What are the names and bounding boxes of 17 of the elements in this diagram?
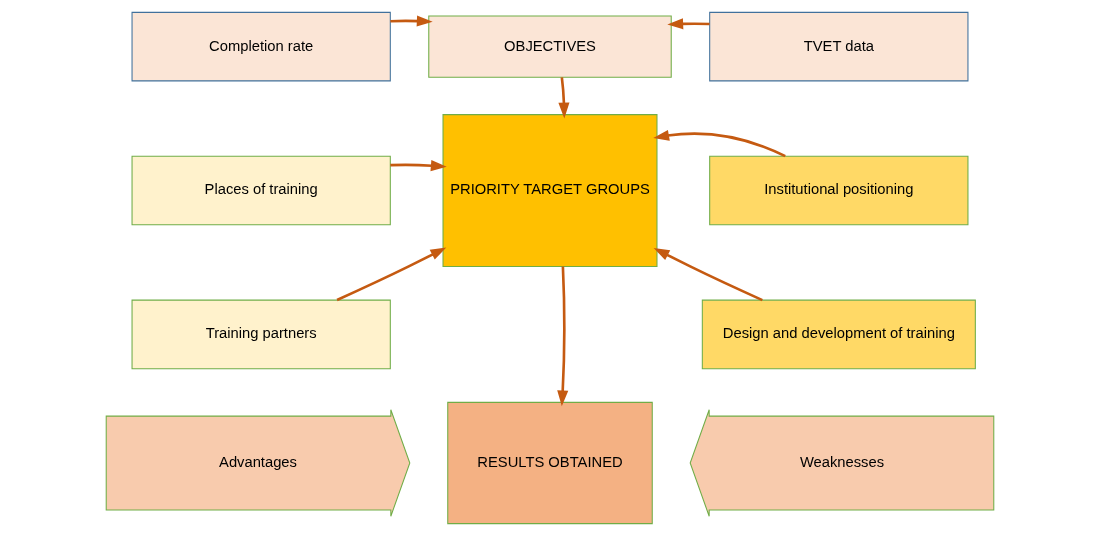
node-box: Design and development of training [701, 299, 976, 370]
node-box: TVET data [708, 11, 968, 82]
node-box: Institutional positioning [708, 155, 968, 226]
node-box: RESULTS OBTAINED [446, 401, 653, 525]
arrow [389, 15, 433, 27]
node-box: Completion rate [131, 11, 391, 82]
arrow [389, 160, 447, 172]
node-box: PRIORITY TARGET GROUPS [442, 114, 657, 267]
arrow [653, 247, 763, 302]
node-box: Training partners [131, 299, 391, 370]
arrow [557, 77, 569, 119]
node-box: OBJECTIVES [427, 15, 672, 78]
node-box: Places of training [131, 155, 391, 226]
arrow [652, 129, 786, 158]
arrow [666, 18, 710, 30]
arrow [336, 247, 446, 302]
arrow [556, 266, 568, 407]
